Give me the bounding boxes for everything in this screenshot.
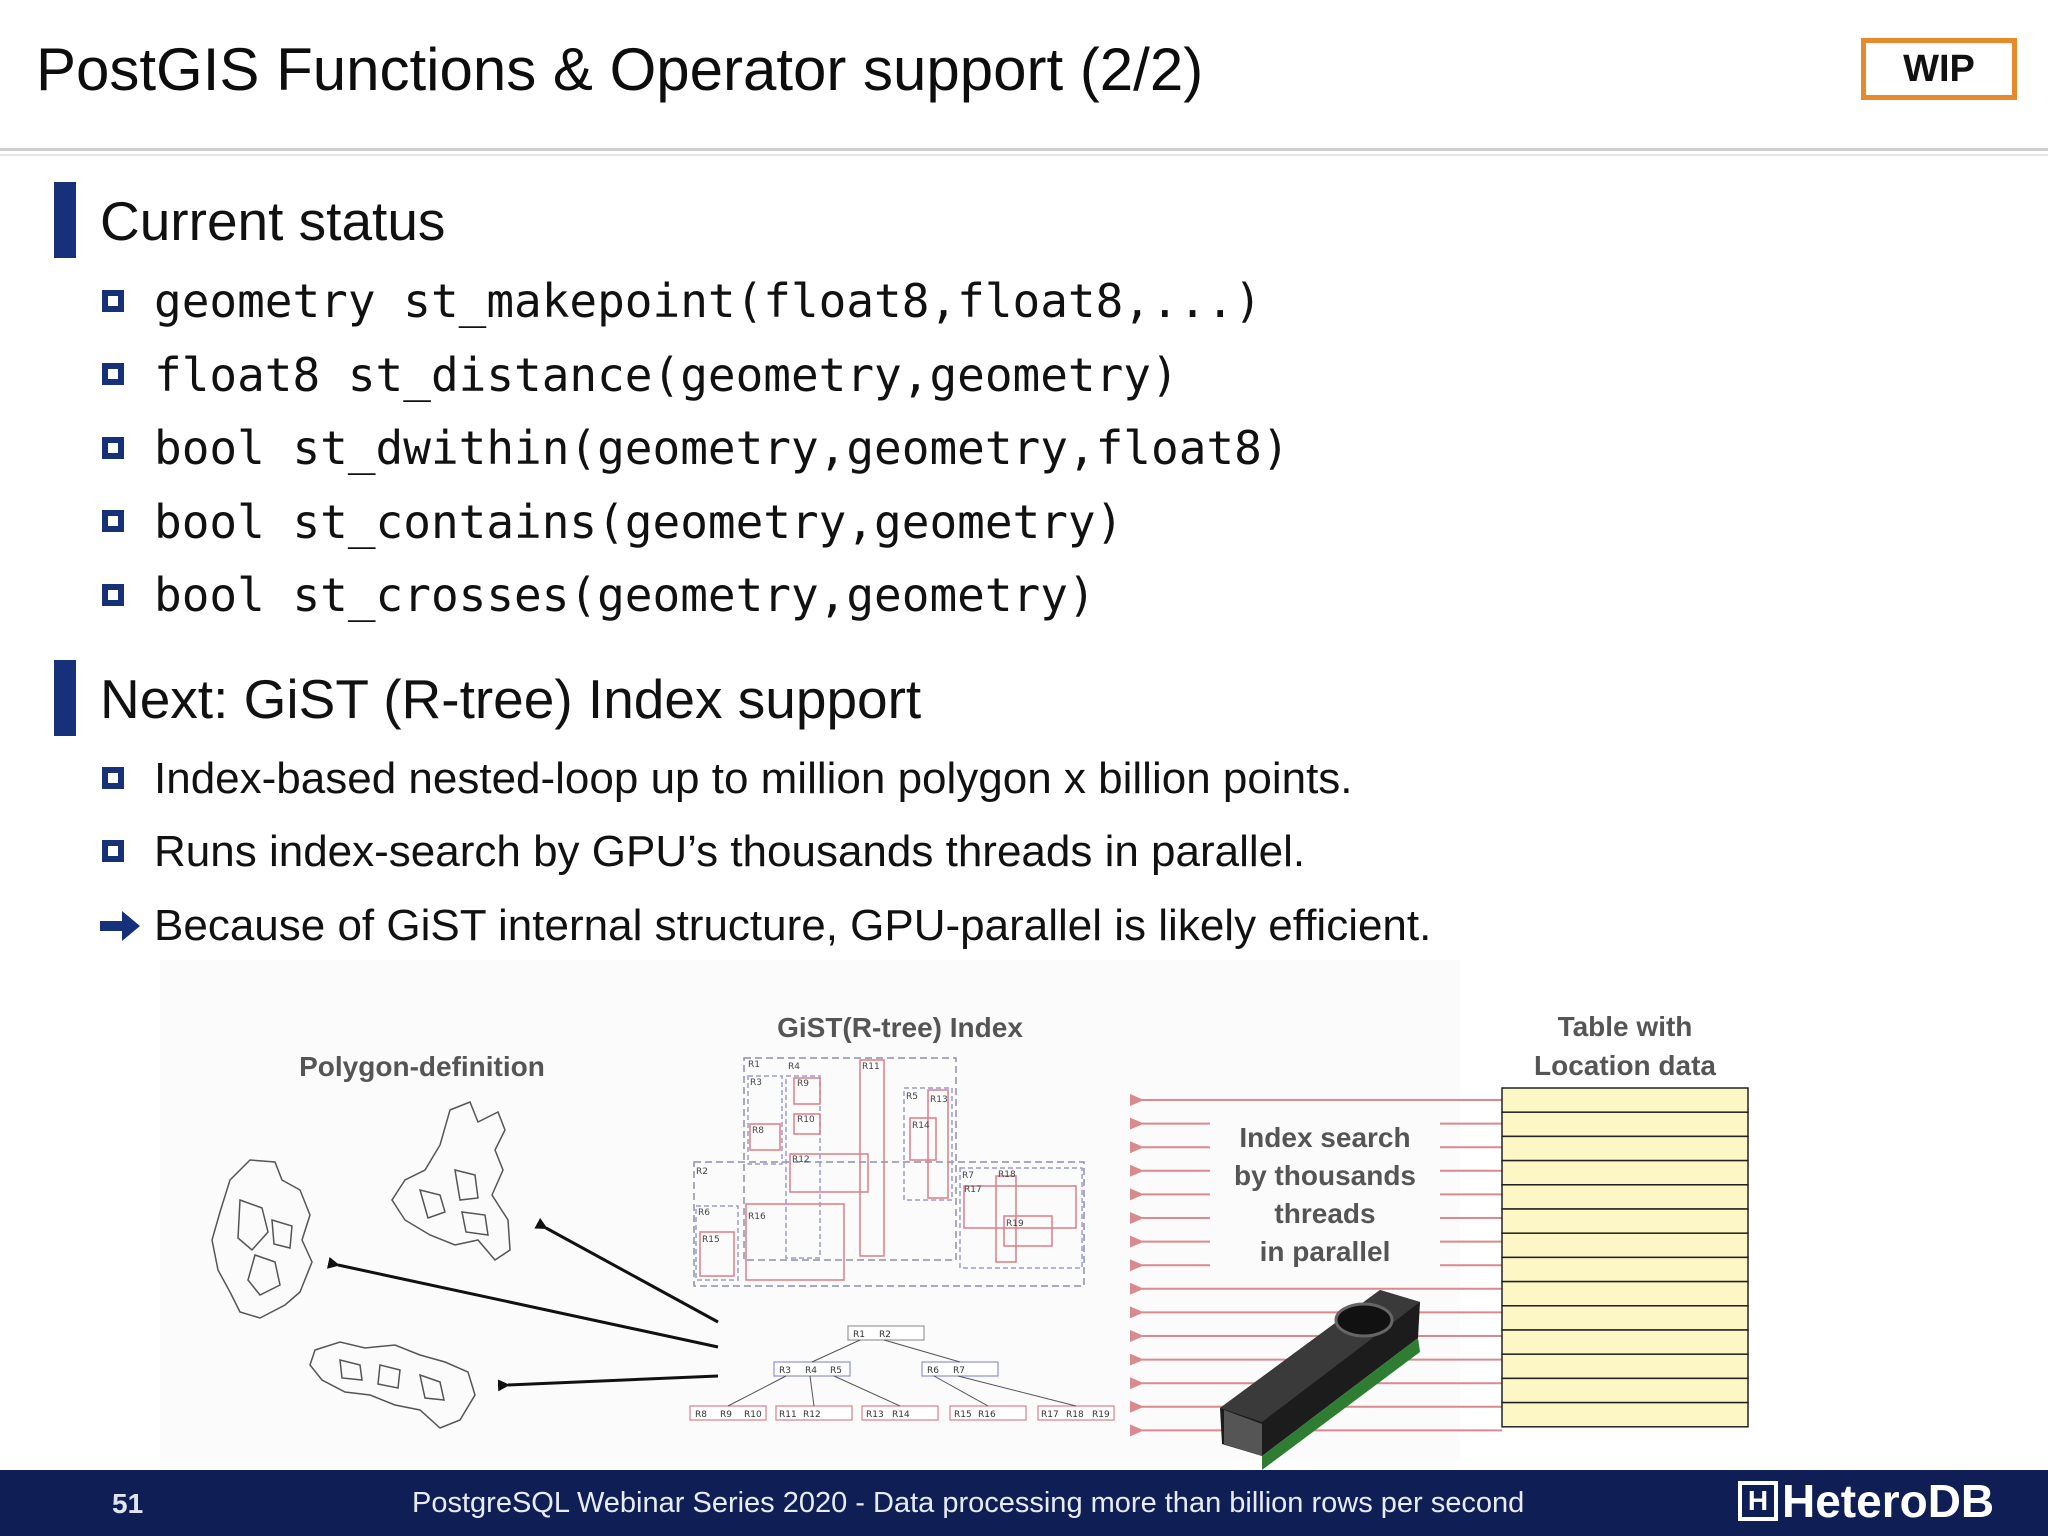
rect-label: R3 — [750, 1078, 762, 1088]
table-row — [1501, 1159, 1749, 1186]
tree-node-label: R4 — [805, 1366, 817, 1376]
search-label-line1: Index search — [1210, 1118, 1440, 1158]
polygon-definition-label: Polygon-definition — [299, 1051, 545, 1082]
tree-node-label: R7 — [953, 1366, 965, 1376]
polygon-map-1 — [211, 1159, 313, 1319]
section-marker — [54, 660, 76, 736]
tree-node-label: R19 — [1092, 1410, 1110, 1420]
table-row — [1501, 1184, 1749, 1210]
tree-node-label: R12 — [803, 1410, 821, 1420]
rect-label: R10 — [797, 1115, 815, 1125]
function-item: geometry st_makepoint(float8,float8,...) — [154, 274, 1262, 328]
section-marker — [54, 182, 76, 258]
tree-node-label: R9 — [720, 1410, 732, 1420]
square-bullet-icon — [102, 840, 124, 862]
function-item: float8 st_distance(geometry,geometry) — [154, 348, 1179, 402]
rect-label: R12 — [792, 1155, 810, 1165]
rect-label: R11 — [862, 1062, 880, 1072]
rect-label: R1 — [748, 1060, 760, 1070]
table-label-line2: Location data — [1533, 1050, 1716, 1081]
rect-label: R6 — [698, 1208, 710, 1218]
rect-label: R13 — [930, 1095, 948, 1105]
table-row — [1501, 1401, 1749, 1428]
tree-node-label: R15 — [954, 1410, 972, 1420]
rect-label: R16 — [748, 1212, 766, 1222]
table-row — [1501, 1377, 1749, 1404]
square-bullet-icon — [102, 767, 124, 789]
rect-label: R18 — [998, 1170, 1016, 1180]
table-row — [1501, 1280, 1749, 1307]
section-heading-next: Next: GiST (R-tree) Index support — [100, 668, 922, 730]
heterodb-logo: H HeteroDB — [1738, 1478, 1994, 1524]
tree-node-label: R2 — [879, 1330, 891, 1340]
heterodb-logo-text: HeteroDB — [1782, 1475, 1995, 1527]
footer-bar — [0, 1470, 2048, 1536]
square-bullet-icon — [102, 584, 124, 606]
tree-node-label: R14 — [892, 1410, 910, 1420]
table-row — [1501, 1135, 1749, 1162]
table-label-line1: Table with — [1557, 1011, 1693, 1042]
title-divider — [0, 148, 2048, 151]
tree-node-label: R11 — [779, 1410, 797, 1420]
wip-badge: WIP — [1861, 38, 2017, 100]
footer-series-text: PostgreSQL Webinar Series 2020 - Data pr… — [412, 1487, 1525, 1519]
rect-label: R8 — [752, 1126, 764, 1136]
function-item: bool st_crosses(geometry,geometry) — [154, 568, 1096, 622]
function-item: bool st_dwithin(geometry,geometry,float8… — [154, 421, 1290, 475]
square-bullet-icon — [102, 437, 124, 459]
rect-label: R9 — [797, 1079, 809, 1089]
polygon-map-3 — [309, 1341, 476, 1429]
tree-node-label: R1 — [853, 1330, 865, 1340]
tree-node-label: R3 — [779, 1366, 791, 1376]
table-row — [1501, 1232, 1749, 1259]
tree-node-label: R16 — [978, 1410, 996, 1420]
slide-title: PostGIS Functions & Operator support (2/… — [36, 36, 1204, 103]
polygon-map-2 — [391, 1101, 511, 1261]
right-arrow-icon — [100, 911, 140, 941]
square-bullet-icon — [102, 290, 124, 312]
rect-label: R2 — [696, 1167, 708, 1177]
tree-node-label: R17 — [1041, 1410, 1059, 1420]
rtree-nodes — [689, 1325, 1115, 1421]
next-item: Runs index-search by GPU’s thousands thr… — [154, 827, 1306, 876]
rect-label: R7 — [962, 1171, 974, 1181]
gist-index-label: GiST(R-tree) Index — [777, 1012, 1023, 1043]
function-item: bool st_contains(geometry,geometry) — [154, 495, 1124, 549]
table-row — [1501, 1353, 1749, 1380]
rect-label: R17 — [964, 1185, 982, 1195]
table-row — [1501, 1329, 1749, 1355]
conclusion-text: Because of GiST internal structure, GPU-… — [154, 901, 1432, 950]
square-bullet-icon — [102, 363, 124, 385]
heterodb-logo-mark-icon: H — [1738, 1481, 1778, 1521]
rect-label: R15 — [702, 1235, 720, 1245]
rect-label: R19 — [1006, 1219, 1024, 1229]
table-row — [1501, 1256, 1749, 1283]
next-item: Index-based nested-loop up to million po… — [154, 754, 1353, 803]
tree-node-label: R6 — [927, 1366, 939, 1376]
search-label-line2: by thousands — [1210, 1156, 1440, 1196]
rect-label: R5 — [906, 1092, 918, 1102]
location-data-table — [1501, 1087, 1749, 1428]
search-label-line4: in parallel — [1210, 1232, 1440, 1272]
table-row — [1501, 1111, 1749, 1138]
title-divider-shadow — [0, 154, 2048, 156]
tree-node-label: R5 — [830, 1366, 842, 1376]
page-number: 51 — [112, 1488, 144, 1519]
table-row — [1501, 1087, 1749, 1113]
search-label-line3: threads — [1210, 1194, 1440, 1234]
tree-node-label: R10 — [744, 1410, 762, 1420]
rect-label: R14 — [912, 1121, 930, 1131]
tree-node-label: R18 — [1066, 1410, 1084, 1420]
section-heading-current-status: Current status — [100, 190, 446, 252]
gpu-card-icon — [1220, 1290, 1420, 1470]
table-row — [1501, 1305, 1749, 1331]
rect-label: R4 — [788, 1062, 800, 1072]
square-bullet-icon — [102, 510, 124, 532]
rtree-partitions — [693, 1057, 1085, 1287]
tree-node-label: R13 — [866, 1410, 884, 1420]
table-row — [1501, 1208, 1749, 1234]
tree-node-label: R8 — [695, 1410, 707, 1420]
